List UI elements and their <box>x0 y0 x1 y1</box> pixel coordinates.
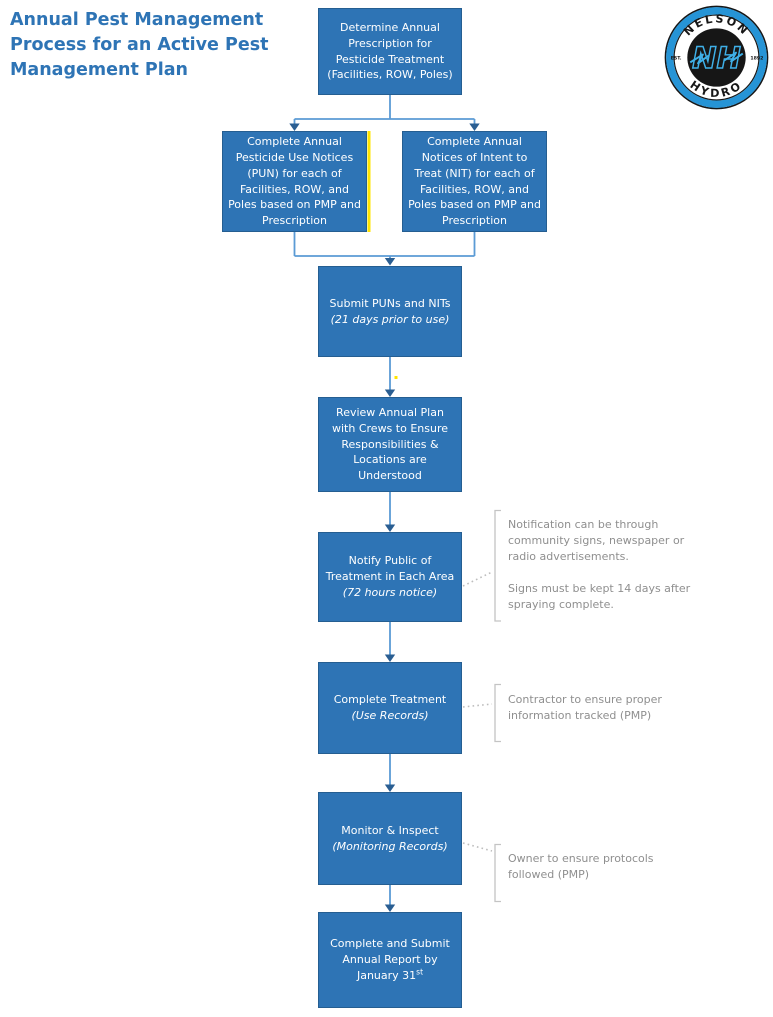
flow-node-complete-treatment: Complete Treatment (Use Records) <box>318 662 462 754</box>
flow-node-review-annual-plan: Review Annual Plan with Crews to Ensure … <box>318 397 462 492</box>
logo-lightning-left <box>689 53 710 65</box>
flow-node-text: Determine Annual Prescription for Pestic… <box>327 20 453 82</box>
logo-text-est: EST. <box>671 55 682 61</box>
flow-node-pesticide-use-notices: Complete Annual Pesticide Use Notices (P… <box>222 131 367 232</box>
flow-node-notices-intent-treat: Complete Annual Notices of Intent to Tre… <box>402 131 547 232</box>
flow-node-text: Monitor & Inspect <box>341 823 439 837</box>
page-title: Annual Pest Management Process for an Ac… <box>10 10 269 80</box>
flow-node-text: Complete Treatment <box>333 693 447 707</box>
flow-node-determine-prescription: Determine Annual Prescription for Pestic… <box>318 8 462 95</box>
flow-node-text: Review Annual Plan with Crews to Ensure … <box>332 405 448 483</box>
note-brackets <box>494 509 501 903</box>
flow-node-submit-puns-nits: Submit PUNs and NITs (21 days prior to u… <box>318 266 462 357</box>
flow-node-text: Complete and Submit Annual Report by Jan… <box>330 937 450 982</box>
flow-node-text: Notify Public of Treatment in Each Area <box>325 554 455 584</box>
side-note-notification: Notification can be through community si… <box>508 518 691 611</box>
note-dotted-connectors <box>462 571 493 852</box>
flow-node-annual-report: Complete and Submit Annual Report by Jan… <box>318 912 462 1008</box>
flow-node-notify-public: Notify Public of Treatment in Each Area … <box>318 532 462 622</box>
flow-node-text: Complete Annual Pesticide Use Notices (P… <box>228 134 361 228</box>
flow-node-text: Submit PUNs and NITs <box>329 296 451 310</box>
side-note-contractor: Contractor to ensure proper information … <box>508 693 662 722</box>
flow-node-text: Complete Annual Notices of Intent to Tre… <box>408 134 541 228</box>
logo-monogram: NH <box>692 41 741 75</box>
side-note-owner: Owner to ensure protocols followed (PMP) <box>508 852 654 881</box>
logo-blue-ring <box>666 7 767 108</box>
flow-node-subtext: (72 hours notice) <box>342 585 438 599</box>
logo-text-1892: 1892 <box>750 55 763 61</box>
flow-node-subtext: (Monitoring Records) <box>332 839 448 853</box>
superscript-st: st <box>416 967 424 977</box>
logo-lightning-right <box>723 51 744 63</box>
logo-center-disc <box>687 28 746 87</box>
nelson-hydro-logo: NELSON HYDRO EST. 1892 NH <box>664 5 769 110</box>
flow-node-subtext: (Use Records) <box>351 709 429 722</box>
flow-node-monitor-inspect: Monitor & Inspect (Monitoring Records) <box>318 792 462 885</box>
flow-node-subtext: (21 days prior to use) <box>330 312 450 326</box>
